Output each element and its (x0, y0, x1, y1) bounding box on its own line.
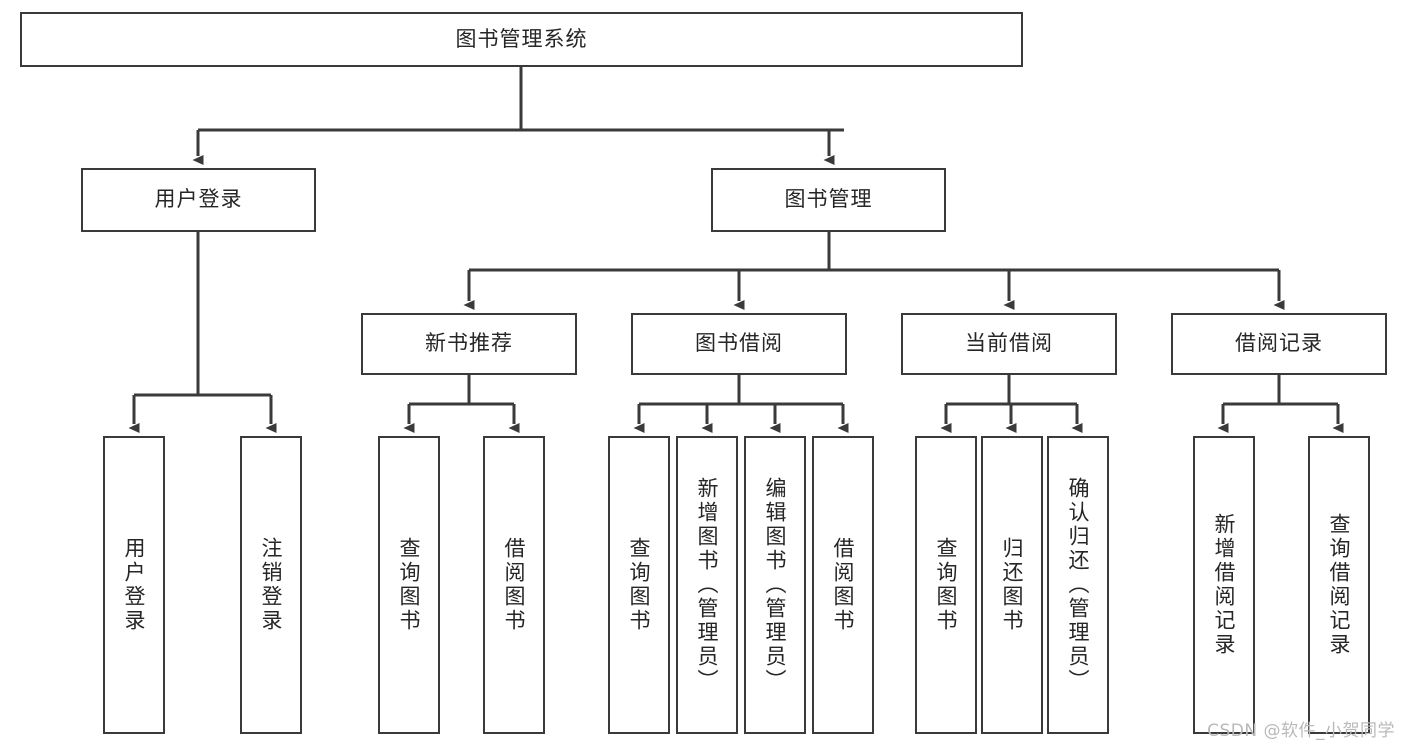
node-book-borrow-label: 图书借阅 (695, 331, 783, 356)
node-book-borrow[interactable]: 图书借阅 (631, 313, 847, 375)
node-current-borrow[interactable]: 当前借阅 (901, 313, 1117, 375)
leaf-current-confirm-return[interactable]: 确认归还（管理员） (1047, 436, 1109, 734)
leaf-borrow-edit-book[interactable]: 编辑图书（管理员） (744, 436, 806, 734)
leaf-current-return-book-label: 归还图书 (1000, 537, 1025, 633)
node-book-management-label: 图书管理 (784, 187, 873, 212)
leaf-user-login[interactable]: 用户登录 (103, 436, 165, 734)
leaf-current-return-book[interactable]: 归还图书 (981, 436, 1043, 734)
leaf-borrow-add-book-label: 新增图书（管理员） (695, 477, 720, 693)
leaf-logout[interactable]: 注销登录 (240, 436, 302, 734)
node-borrow-record[interactable]: 借阅记录 (1171, 313, 1387, 375)
node-user-login-label: 用户登录 (154, 187, 243, 212)
leaf-newbook-query-book-label: 查询图书 (397, 537, 422, 633)
leaf-borrow-query-book[interactable]: 查询图书 (608, 436, 670, 734)
leaf-newbook-query-book[interactable]: 查询图书 (378, 436, 440, 734)
node-new-book-recommend[interactable]: 新书推荐 (361, 313, 577, 375)
leaf-borrow-query-book-label: 查询图书 (627, 537, 652, 633)
leaf-current-confirm-return-label: 确认归还（管理员） (1066, 477, 1091, 693)
node-current-borrow-label: 当前借阅 (965, 331, 1053, 356)
leaf-newbook-borrow-book-label: 借阅图书 (502, 537, 527, 633)
node-root-label: 图书管理系统 (455, 26, 588, 51)
leaf-borrow-add-book[interactable]: 新增图书（管理员） (676, 436, 738, 734)
leaf-borrow-edit-book-label: 编辑图书（管理员） (763, 477, 788, 693)
leaf-user-login-label: 用户登录 (122, 537, 147, 633)
leaf-record-add-label: 新增借阅记录 (1212, 513, 1237, 657)
leaf-current-query-book[interactable]: 查询图书 (915, 436, 977, 734)
node-new-book-recommend-label: 新书推荐 (425, 331, 513, 356)
node-book-management[interactable]: 图书管理 (711, 168, 946, 232)
leaf-record-add[interactable]: 新增借阅记录 (1193, 436, 1255, 734)
node-borrow-record-label: 借阅记录 (1235, 331, 1323, 356)
leaf-logout-label: 注销登录 (259, 537, 284, 633)
leaf-borrow-borrow-book[interactable]: 借阅图书 (812, 436, 874, 734)
leaf-newbook-borrow-book[interactable]: 借阅图书 (483, 436, 545, 734)
leaf-record-query[interactable]: 查询借阅记录 (1308, 436, 1370, 734)
leaf-record-query-label: 查询借阅记录 (1327, 513, 1352, 657)
node-user-login[interactable]: 用户登录 (81, 168, 316, 232)
leaf-current-query-book-label: 查询图书 (934, 537, 959, 633)
leaf-borrow-borrow-book-label: 借阅图书 (831, 537, 856, 633)
node-root[interactable]: 图书管理系统 (20, 12, 1023, 67)
